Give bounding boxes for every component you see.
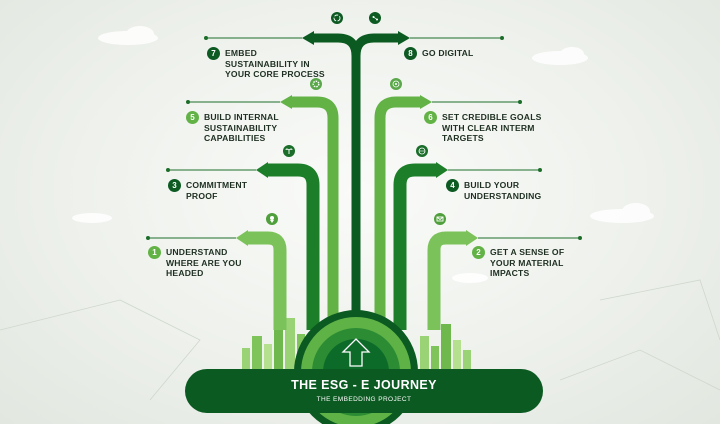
globe-icon <box>416 145 428 157</box>
location-pin-icon <box>266 213 278 225</box>
up-arrow-icon <box>341 338 371 367</box>
step-2: 2 GET A SENSE OF YOUR MATERIAL IMPACTS <box>472 246 576 279</box>
seedling-icon <box>283 145 295 157</box>
path-arm-1 <box>248 231 287 330</box>
envelope-icon <box>434 213 446 225</box>
step-2-number: 2 <box>472 246 485 259</box>
journey-title: THE ESG - E JOURNEY <box>291 378 437 392</box>
path-arm-4 <box>393 163 436 330</box>
leader-dots <box>146 36 582 240</box>
path-arm-6 <box>374 96 420 330</box>
step-6-label: SET CREDIBLE GOALS WITH CLEAR INTERM TAR… <box>442 112 542 144</box>
network-icon <box>369 12 381 24</box>
step-6: 6 SET CREDIBLE GOALS WITH CLEAR INTERM T… <box>424 111 546 144</box>
step-3-number: 3 <box>168 179 181 192</box>
step-7-number: 7 <box>207 47 220 60</box>
step-1-label: UNDERSTAND WHERE ARE YOU HEADED <box>166 247 242 279</box>
step-3: 3 COMMITMENT PROOF <box>168 179 256 201</box>
step-4-number: 4 <box>446 179 459 192</box>
step-7: 7 EMBED SUSTAINABILITY IN YOUR CORE PROC… <box>207 47 325 80</box>
recycle-icon <box>331 12 343 24</box>
background-clouds <box>72 26 654 283</box>
step-5-label: BUILD INTERNAL SUSTAINABILITY CAPABILITI… <box>204 112 279 144</box>
step-5: 5 BUILD INTERNAL SUSTAINABILITY CAPABILI… <box>186 111 304 144</box>
path-arm-5 <box>292 96 339 330</box>
path-arm-8 <box>351 33 398 57</box>
journey-subtitle: THE EMBEDDING PROJECT <box>316 396 412 403</box>
leader-lines <box>148 37 580 239</box>
target-icon <box>390 78 402 90</box>
step-1-number: 1 <box>148 246 161 259</box>
step-4: 4 BUILD YOUR UNDERSTANDING <box>446 179 560 201</box>
step-6-number: 6 <box>424 111 437 124</box>
step-5-number: 5 <box>186 111 199 124</box>
path-arm-3 <box>268 163 320 330</box>
step-3-label: COMMITMENT PROOF <box>186 180 248 201</box>
step-7-label: EMBED SUSTAINABILITY IN YOUR CORE PROCES… <box>225 48 325 80</box>
step-4-label: BUILD YOUR UNDERSTANDING <box>464 180 542 201</box>
arrowheads <box>236 31 478 246</box>
step-8: 8 GO DIGITAL <box>404 47 512 60</box>
title-banner: THE ESG - E JOURNEY THE EMBEDDING PROJEC… <box>185 369 543 413</box>
step-1: 1 UNDERSTAND WHERE ARE YOU HEADED <box>148 246 244 279</box>
step-2-label: GET A SENSE OF YOUR MATERIAL IMPACTS <box>490 247 565 279</box>
step-8-number: 8 <box>404 47 417 60</box>
gear-icon <box>310 78 322 90</box>
path-arm-2 <box>427 231 466 330</box>
background-network <box>0 279 720 401</box>
step-8-label: GO DIGITAL <box>422 48 474 58</box>
